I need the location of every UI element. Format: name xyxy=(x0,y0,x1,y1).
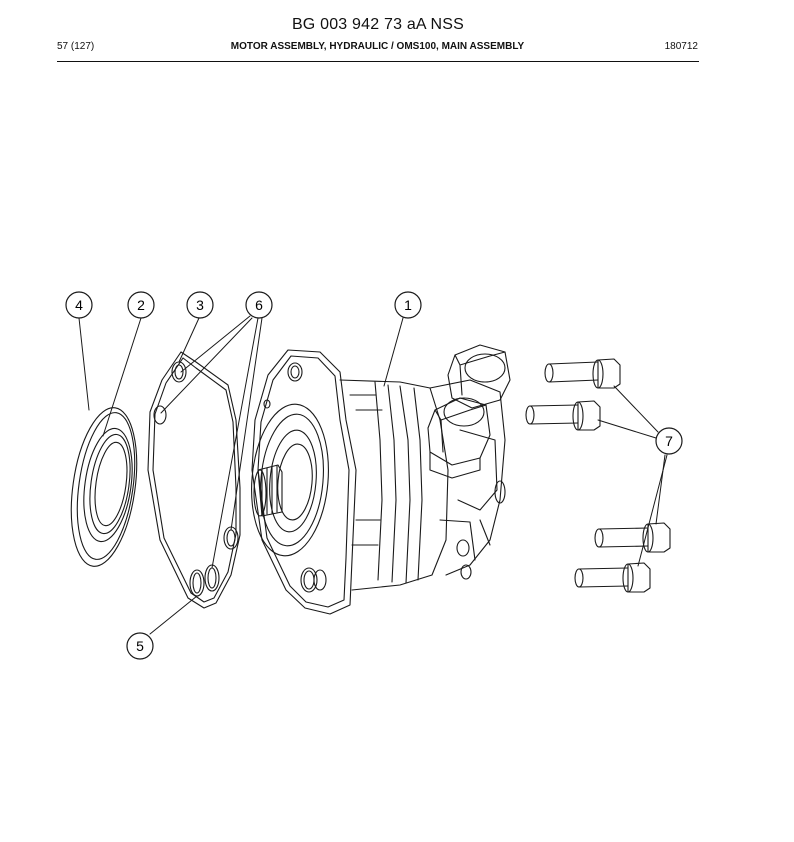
hydraulic-motor-part-1 xyxy=(251,344,511,615)
svg-text:4: 4 xyxy=(75,297,83,313)
header-row: 57 (127) MOTOR ASSEMBLY, HYDRAULIC / OMS… xyxy=(57,41,698,55)
callout-6: 6 xyxy=(245,291,273,319)
page-title: MOTOR ASSEMBLY, HYDRAULIC / OMS100, MAIN… xyxy=(230,41,525,52)
cap-screw xyxy=(544,358,621,389)
svg-text:7: 7 xyxy=(665,433,673,449)
cap-screw xyxy=(594,522,671,553)
callout-2: 2 xyxy=(127,291,155,319)
svg-text:6: 6 xyxy=(255,297,263,313)
svg-text:5: 5 xyxy=(136,638,144,654)
seal-ring-part-4 xyxy=(70,407,138,567)
cap-screw xyxy=(574,562,651,593)
date-code: 180712 xyxy=(664,41,698,52)
leader-lines xyxy=(78,315,668,635)
svg-text:2: 2 xyxy=(137,297,145,313)
callout-4: 4 xyxy=(65,291,93,319)
page-number: 57 (127) xyxy=(57,41,95,52)
header-divider xyxy=(57,61,699,62)
cap-screw xyxy=(525,400,601,431)
gasket-part-3 xyxy=(147,351,241,609)
cap-screws-part-7 xyxy=(525,358,671,593)
document-number: BG 003 942 73 aA NSS xyxy=(291,16,465,33)
callout-1: 1 xyxy=(394,291,422,319)
svg-text:3: 3 xyxy=(196,297,204,313)
callout-5: 5 xyxy=(126,632,154,660)
o-rings-part-5 xyxy=(189,564,220,597)
callout-7: 7 xyxy=(655,427,683,455)
svg-text:1: 1 xyxy=(404,297,412,313)
shaft-seal-part-2 xyxy=(83,427,133,543)
callout-3: 3 xyxy=(186,291,214,319)
